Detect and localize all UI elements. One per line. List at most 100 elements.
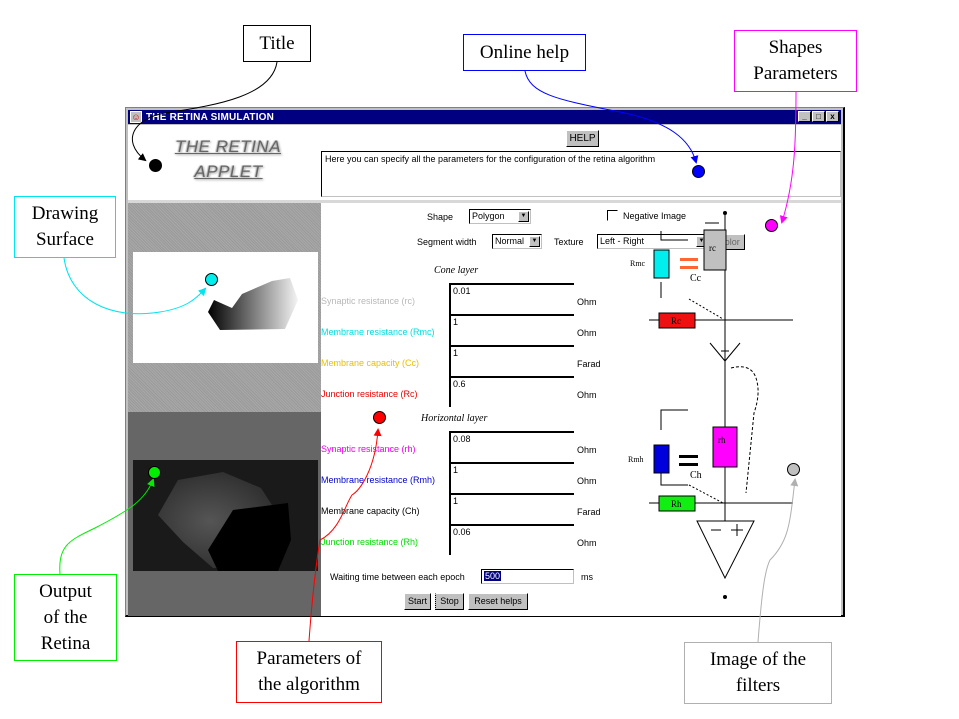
capacitor-cc-bottom — [680, 266, 698, 269]
marker-output-retina — [148, 466, 161, 479]
drawing-surface[interactable] — [133, 252, 318, 363]
applet-window: ☺ THE RETINA SIMULATION _ □ x THE RETINA… — [125, 107, 845, 617]
callout-image-filters-text: Image of the filters — [709, 649, 806, 696]
waiting-time-value: 500 — [484, 571, 502, 581]
horizontal_layer-param-input[interactable]: 1 — [449, 493, 574, 524]
start-button[interactable]: Start — [404, 593, 431, 610]
minimize-button[interactable]: _ — [798, 111, 811, 122]
resistor-rc-junction — [658, 312, 696, 329]
label-cc: Cc — [690, 273, 702, 284]
texture-label: Texture — [554, 237, 584, 247]
wire — [660, 409, 688, 430]
marker-image-filters — [787, 463, 800, 476]
label-rmc: Rmc — [630, 259, 646, 268]
cone_layer-param-unit: Ohm — [577, 328, 597, 338]
chevron-down-icon: ▼ — [518, 211, 529, 222]
divider — [128, 200, 841, 203]
drawing-surface-panel — [128, 203, 321, 412]
capacitor-ch-top — [679, 455, 698, 458]
terminal-dot — [723, 211, 727, 215]
resistor-rh — [712, 426, 738, 468]
horizontal_layer-param-input[interactable]: 1 — [449, 462, 574, 493]
marker-drawing-surface — [205, 273, 218, 286]
waiting-time-input[interactable]: 500 — [481, 569, 574, 584]
negative-image-label: Negative Image — [623, 211, 687, 221]
waiting-time-unit: ms — [581, 572, 593, 582]
shape-select[interactable]: Polygon ▼ — [469, 209, 531, 224]
close-button[interactable]: x — [826, 111, 839, 122]
callout-parameters-algorithm-text: Parameters of the algorithm — [256, 648, 362, 695]
retina-output-svg — [158, 472, 291, 571]
logo-line-2: APPLET — [194, 162, 263, 181]
label-rc-junction: Rc — [671, 316, 681, 326]
label-rc: rc — [709, 243, 716, 253]
callout-output-retina: Output of the Retina — [14, 574, 117, 661]
cone_layer-param-input[interactable]: 0.01 — [449, 283, 574, 314]
cone_layer-param-input[interactable]: 0.6 — [449, 376, 574, 407]
wire — [660, 473, 688, 486]
horizontal_layer-param-unit: Farad — [577, 507, 601, 517]
window-titlebar[interactable]: ☺ THE RETINA SIMULATION _ □ x — [128, 110, 841, 124]
help-button[interactable]: HELP — [566, 130, 599, 147]
horizontal-layer-title: Horizontal layer — [421, 413, 488, 424]
marker-parameters-algorithm — [373, 411, 386, 424]
cone_layer-param-label: Membrane resistance (Rmc) — [321, 327, 435, 337]
cone_layer-param-unit: Ohm — [577, 297, 597, 307]
maximize-button[interactable]: □ — [812, 111, 825, 122]
filters-image: rc Rmc Cc Rc rh Rmh Ch — [611, 203, 841, 616]
capacitor-ch-bottom — [679, 463, 698, 466]
texture-value: Left - Right — [600, 236, 645, 246]
label-rh: rh — [718, 435, 726, 445]
filters-circuit-svg: rc Rmc Cc Rc rh Rmh Ch — [628, 211, 793, 599]
callout-shapes-parameters: Shapes Parameters — [734, 30, 857, 92]
logo-line-1: THE RETINA — [174, 137, 282, 156]
wire — [688, 298, 724, 320]
parameters-panel: Shape Polygon ▼ Negative Image Segment w… — [321, 203, 841, 616]
shape-select-value: Polygon — [472, 211, 505, 221]
resistor-rc — [703, 229, 727, 271]
horizontal_layer-param-label: Synaptic resistance (rh) — [321, 444, 416, 454]
drawn-polygon-svg — [208, 278, 298, 330]
horizontal_layer-param-input[interactable]: 0.06 — [449, 524, 574, 555]
wire — [688, 484, 724, 504]
shape-label: Shape — [427, 212, 454, 222]
wire — [724, 342, 741, 362]
marker-title — [149, 159, 162, 172]
callout-shapes-parameters-text: Shapes Parameters — [753, 37, 838, 84]
resistor-rh-junction — [658, 495, 696, 512]
segment-width-select[interactable]: Normal ▼ — [492, 234, 542, 249]
output-dark-shape — [208, 503, 291, 571]
cone_layer-param-unit: Ohm — [577, 390, 597, 400]
app-icon: ☺ — [130, 111, 142, 123]
callout-image-filters: Image of the filters — [684, 642, 832, 704]
chevron-down-icon: ▼ — [529, 236, 540, 247]
feedback-wire — [730, 366, 759, 494]
resistor-rmc — [653, 249, 670, 279]
callout-drawing-surface-text: Drawing Surface — [31, 203, 99, 250]
wire — [709, 342, 726, 362]
cone_layer-param-input[interactable]: 1 — [449, 345, 574, 376]
texture-select[interactable]: Left - Right ▼ — [597, 234, 709, 249]
callout-online-help: Online help — [463, 34, 586, 71]
waiting-time-label: Waiting time between each epoch — [330, 572, 465, 582]
callout-online-help-text: Online help — [479, 41, 570, 63]
horizontal_layer-param-label: Membrane resistance (Rmh) — [321, 475, 436, 485]
callout-drawing-surface: Drawing Surface — [14, 196, 116, 258]
reset-helps-button[interactable]: Reset helps — [468, 593, 528, 610]
capacitor-cc-top — [680, 258, 698, 261]
cone_layer-param-label: Synaptic resistance (rc) — [321, 296, 416, 306]
left-panel — [128, 203, 321, 616]
label-rh-junction: Rh — [671, 499, 682, 509]
terminal-dot — [723, 595, 727, 599]
stop-button[interactable]: Stop — [435, 593, 464, 610]
negative-image-checkbox[interactable] — [607, 210, 618, 221]
cone_layer-param-label: Membrane capacity (Cc) — [321, 358, 420, 368]
resistor-rmh — [653, 444, 670, 474]
applet-client: THE RETINA APPLET HELP Here you can spec… — [128, 125, 841, 616]
callout-output-retina-text: Output of the Retina — [39, 580, 92, 654]
cone_layer-param-input[interactable]: 1 — [449, 314, 574, 345]
callout-title-text: Title — [259, 32, 295, 54]
horizontal_layer-param-label: Membrane capacity (Ch) — [321, 506, 420, 516]
horizontal_layer-param-input[interactable]: 0.08 — [449, 431, 574, 462]
drawn-polygon — [208, 278, 298, 330]
